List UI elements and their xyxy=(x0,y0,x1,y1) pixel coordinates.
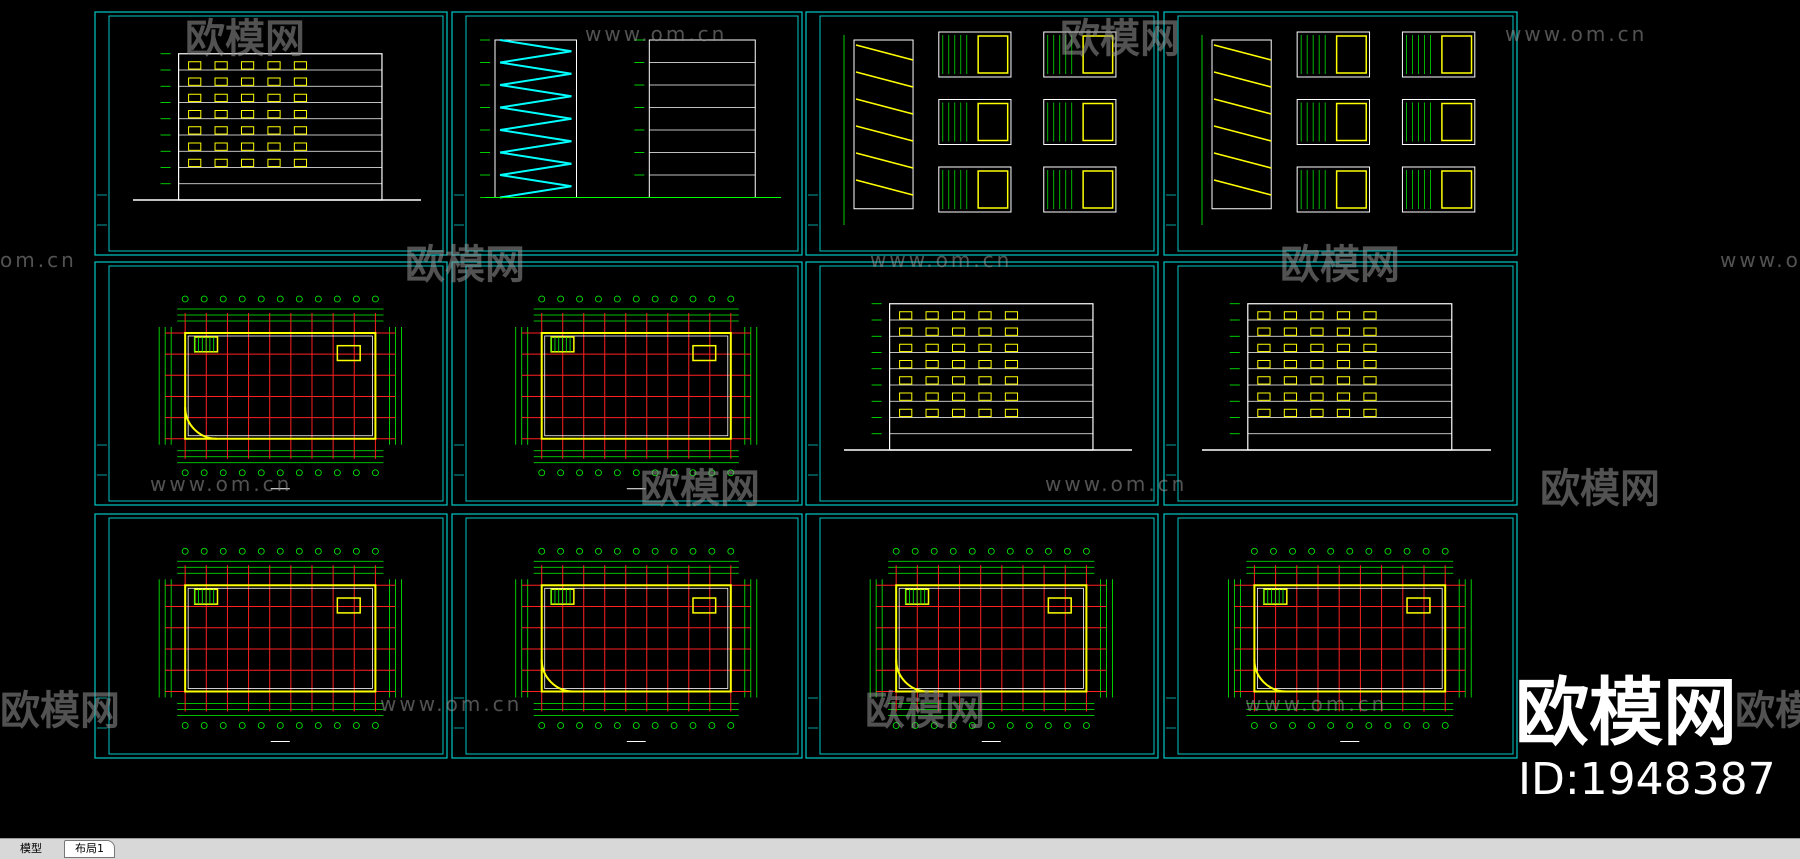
sheet-roof-detail-plan xyxy=(451,261,803,506)
brand-logo-text: 欧模网 xyxy=(1515,670,1737,756)
sheet-elevation-side xyxy=(1163,261,1518,506)
drawing-sheets xyxy=(94,11,1518,759)
sheet-elevation-front xyxy=(94,11,448,256)
tab-layout1[interactable]: 布局1 xyxy=(64,840,115,858)
sheet-section-stairs xyxy=(451,11,803,256)
sheet-plan-third-floor xyxy=(805,513,1159,759)
drawing-id-label: ID:1948387 xyxy=(1518,754,1776,805)
layout-tab-bar: 模型 布局1 xyxy=(0,838,1800,859)
tab-model[interactable]: 模型 xyxy=(10,841,52,857)
sheet-toilet-details xyxy=(1163,11,1518,256)
sheet-stair-details xyxy=(805,11,1159,256)
cad-model-space[interactable] xyxy=(0,0,1800,838)
sheet-plan-ground-floor xyxy=(94,513,448,759)
sheet-roof-plan xyxy=(94,261,448,506)
sheet-plan-standard-floor xyxy=(1163,513,1518,759)
sheet-elevation-south xyxy=(805,261,1159,506)
sheet-plan-second-floor xyxy=(451,513,803,759)
